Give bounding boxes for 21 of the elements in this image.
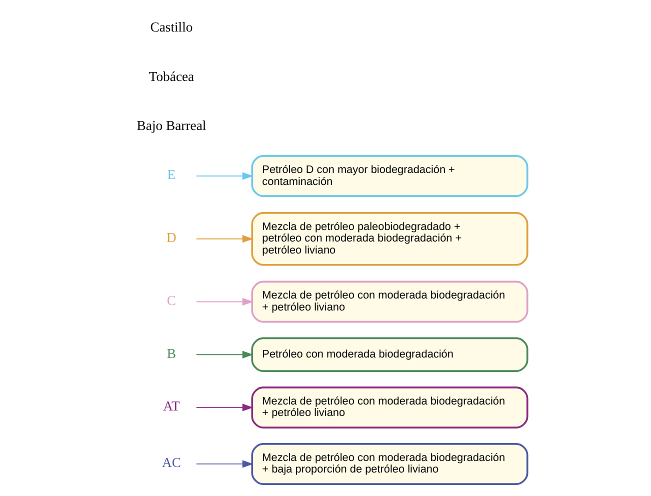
label: Bajo Barreal	[136, 118, 206, 133]
node-box: Mezcla de petróleo con moderada biodegradación + baja proporción de petróleo liviano	[251, 443, 528, 485]
node-text: E	[167, 167, 176, 182]
node-text: D	[166, 230, 176, 246]
arrow	[196, 298, 254, 306]
arrow	[196, 235, 254, 243]
node-box: Mezcla de petróleo con moderada biodegradación + petróleo liviano	[251, 280, 528, 323]
node-box: Petróleo D con mayor biodegradación + contaminación	[251, 155, 528, 197]
node-text: B	[166, 346, 176, 361]
arrow	[196, 460, 254, 468]
node-text: AC	[162, 455, 181, 470]
node-text: AT	[163, 398, 180, 414]
arrow	[196, 350, 254, 358]
node-box: Petróleo con moderada biodegradación	[251, 337, 528, 372]
label: Castillo	[150, 20, 193, 35]
node-text: C	[166, 292, 176, 308]
node-box: Mezcla de petróleo paleobiodegradado + petróleo con moderada biodegradación + petróleo liviano	[251, 212, 528, 266]
arrow	[196, 172, 254, 180]
arrow	[196, 404, 254, 412]
label: Tobácea	[148, 68, 194, 84]
node-box: Mezcla de petróleo con moderada biodegradación + petróleo liviano	[251, 386, 528, 428]
